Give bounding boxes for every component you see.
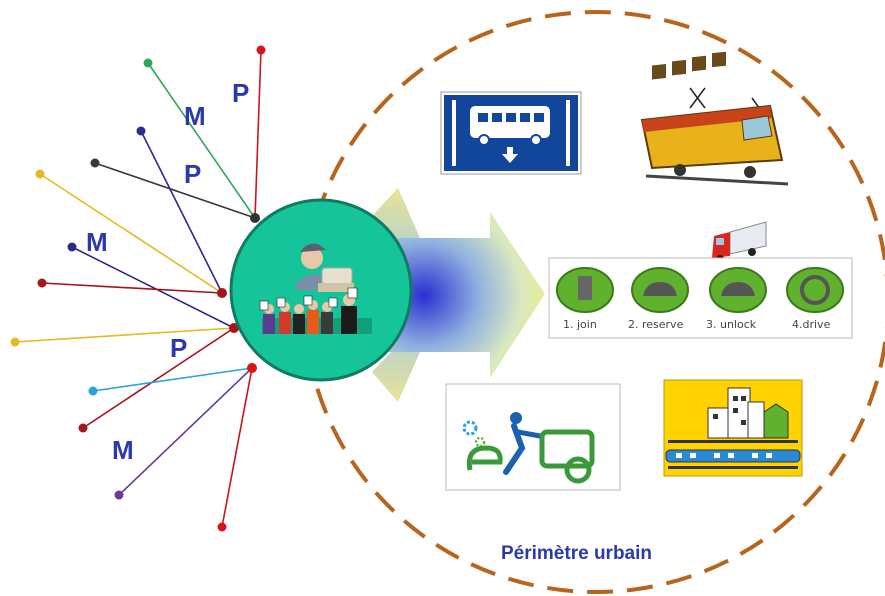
actor-dots (10, 45, 266, 532)
arrow-body (372, 212, 545, 378)
actor-line-darkred (41, 282, 223, 294)
actor-line-navy-2 (71, 246, 235, 329)
actor-lines (14, 49, 262, 528)
tramway-icon (640, 51, 789, 186)
actor-line-navy (140, 130, 223, 294)
step-label: 4.drive (792, 318, 831, 331)
actor-line-cyan (92, 367, 253, 392)
label-p-1: P (232, 78, 249, 108)
step-unlock: 3. unlock (706, 267, 767, 331)
urban-perimeter-circle (302, 10, 885, 594)
transition-arrow (372, 188, 545, 402)
cargo-bike-icon (445, 383, 621, 491)
actor-line-yellow (39, 173, 223, 294)
person-at-desk-icon (296, 243, 354, 292)
actor-line-black (94, 162, 256, 219)
carsharing-steps-panel: 1. join 2. reserve 3. unlock 4.drive (548, 257, 853, 339)
actor-line-red-bottom (221, 367, 253, 528)
actor-line-yellow-2 (14, 327, 235, 343)
actor-line-green (147, 62, 256, 219)
city-train-icon (663, 379, 803, 477)
step-label: 3. unlock (706, 318, 757, 331)
step-label: 2. reserve (628, 318, 684, 331)
car-icon (721, 282, 755, 296)
label-m-3: M (112, 435, 134, 465)
actor-line-darkred-2 (82, 327, 235, 429)
actor-line-purple (118, 367, 253, 496)
crowd-icon (259, 287, 372, 334)
actor-line-red-top (254, 49, 262, 219)
step-drive: 4.drive (786, 267, 844, 331)
truck-icon (712, 221, 767, 263)
step-join: 1. join (556, 267, 614, 331)
label-m-1: M (184, 101, 206, 131)
phone-icon (578, 276, 592, 300)
label-p-3: P (170, 333, 187, 363)
bus-lane-sign-icon (440, 91, 582, 175)
commuters-icon (259, 243, 372, 334)
step-reserve: 2. reserve (628, 267, 689, 331)
label-m-2: M (86, 227, 108, 257)
label-p-2: P (184, 159, 201, 189)
steering-wheel-icon (800, 275, 830, 305)
car-icon (643, 282, 677, 296)
perimeter-label: Périmètre urbain (501, 543, 652, 564)
step-label: 1. join (563, 318, 597, 331)
